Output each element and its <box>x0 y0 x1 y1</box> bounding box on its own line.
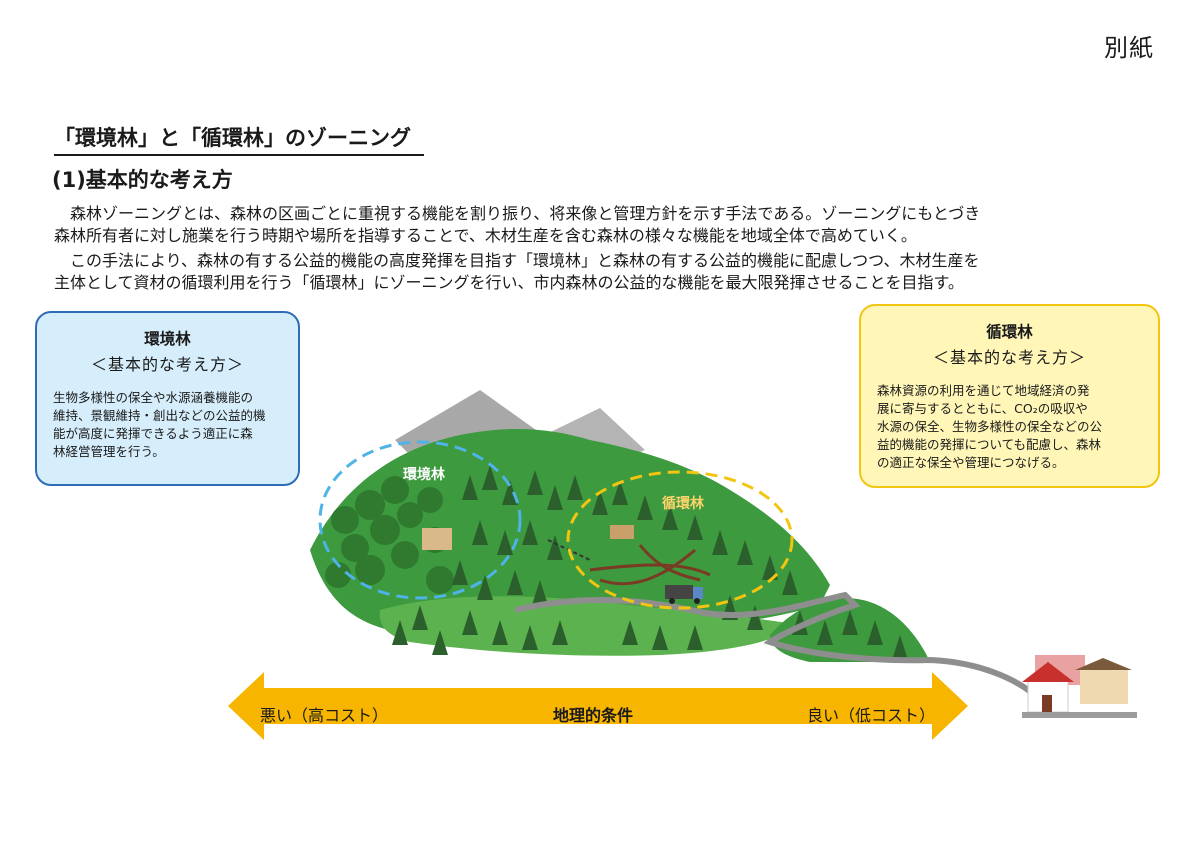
intro-paragraph-1-line-2: 森林所有者に対し施業を行う時期や場所を指導することで、木材生産を含む森林の様々な… <box>54 226 917 245</box>
circulation-zone-label: 循環林 <box>662 495 704 512</box>
circulation-forest-box: 循環林 ＜基本的な考え方＞ 森林資源の利用を通じて地域経済の発 展に寄与するとと… <box>859 304 1160 488</box>
log-pile-icon <box>610 525 634 539</box>
town-buildings-icon <box>1022 655 1137 718</box>
forest-road <box>638 544 701 582</box>
env-box-body: 生物多様性の保全や水源涵養機能の 維持、景観維持・創出などの公益的機 能が高度に… <box>53 389 282 461</box>
intro-paragraph-1-line-1: 森林ゾーニングとは、森林の区画ごとに重視する機能を割り振り、将来像と管理方針を示… <box>70 204 981 223</box>
arrow-right-label: 良い（低コスト） <box>807 706 936 725</box>
forest-landscape-illustration: 環境林 循環林 <box>310 390 1137 718</box>
cyc-box-line: 益的機能の発揮についても配慮し、森林 <box>877 437 1102 452</box>
environmental-zone-outline <box>318 440 522 600</box>
cyc-box-line: 展に寄与するとともに、CO₂の吸収や <box>877 401 1088 416</box>
access-road <box>514 591 1043 703</box>
environmental-zone-label: 環境林 <box>403 466 445 483</box>
cyc-box-title: 循環林 <box>986 323 1033 341</box>
intro-paragraph-2-line-1: この手法により、森林の有する公益的機能の高度発揮を目指す「環境林」と森林の有する… <box>70 251 980 270</box>
circulation-zone-outline <box>566 470 794 610</box>
cyc-box-body: 森林資源の利用を通じて地域経済の発 展に寄与するとともに、CO₂の吸収や 水源の… <box>877 382 1142 472</box>
env-box-subtitle: ＜基本的な考え方＞ <box>90 355 244 374</box>
environmental-forest-box: 環境林 ＜基本的な考え方＞ 生物多様性の保全や水源涵養機能の 維持、景観維持・創… <box>35 311 300 486</box>
env-box-line: 生物多様性の保全や水源涵養機能の <box>53 390 254 405</box>
arrow-center-label: 地理的条件 <box>553 706 634 725</box>
section-heading: (1)基本的な考え方 <box>52 168 233 192</box>
intro-paragraph-1: 森林ゾーニングとは、森林の区画ごとに重視する機能を割り振り、将来像と管理方針を示… <box>54 203 1154 247</box>
conifer-trees <box>392 465 908 660</box>
env-box-title: 環境林 <box>144 330 191 348</box>
env-box-line: 維持、景観維持・創出などの公益的機 <box>53 408 266 423</box>
attachment-label: 別紙 <box>1104 34 1154 62</box>
geographic-condition-arrow <box>228 672 968 740</box>
intro-paragraph-2-line-2: 主体として資材の循環利用を行う「循環林」にゾーニングを行い、市内森林の公益的な機… <box>54 273 964 292</box>
timber-stack-icon <box>422 528 452 550</box>
env-box-line: 能が高度に発揮できるよう適正に森 <box>53 426 253 441</box>
cyc-box-line: 水源の保全、生物多様性の保全などの公 <box>877 419 1103 434</box>
arrow-left-label: 悪い（高コスト） <box>260 706 389 725</box>
forest-road <box>589 563 711 577</box>
cyc-box-line: の適正な保全や管理につなげる。 <box>877 455 1065 470</box>
forest-road <box>599 548 696 586</box>
cyc-box-subtitle: ＜基本的な考え方＞ <box>932 348 1086 367</box>
document-title: 「環境林」と「循環林」のゾーニング <box>54 122 424 156</box>
cyc-box-line: 森林資源の利用を通じて地域経済の発 <box>877 383 1090 398</box>
log-truck-icon <box>665 585 703 604</box>
intro-paragraph-2: この手法により、森林の有する公益的機能の高度発揮を目指す「環境林」と森林の有する… <box>54 250 1154 294</box>
env-box-line: 林経営管理を行う。 <box>53 444 165 459</box>
